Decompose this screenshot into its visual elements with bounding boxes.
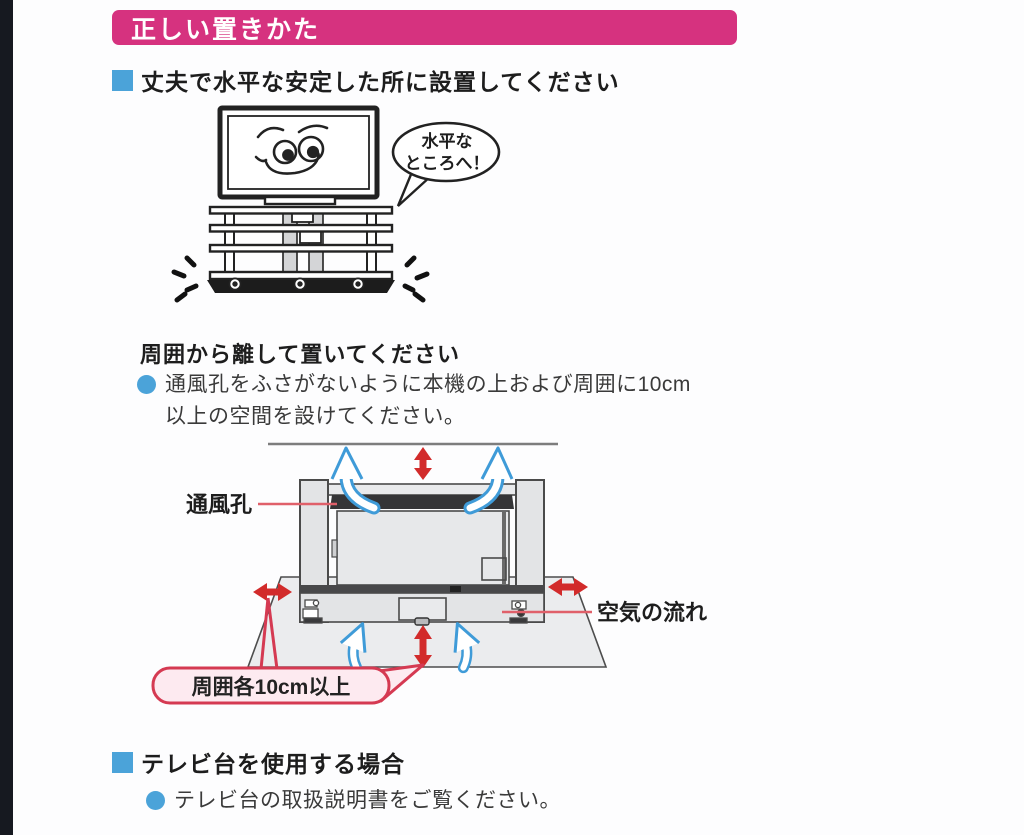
arrow-top-clearance xyxy=(414,447,432,480)
tv-rear-body xyxy=(299,479,545,626)
clearance-bullet-line1: 通風孔をふさがないように本機の上および周囲に10cm xyxy=(165,373,691,396)
airflow-arrow-bottom-right xyxy=(453,622,481,674)
vent-label: 通風孔 xyxy=(186,492,252,517)
smiley-face xyxy=(254,124,329,175)
airflow-arrow-top-left xyxy=(330,446,381,515)
tv-on-stand-illustration: 水平な ところへ！ xyxy=(171,105,501,303)
tv-foot xyxy=(414,617,430,626)
page-edge-strip xyxy=(0,0,13,835)
rear-panel-details xyxy=(302,599,528,624)
blue-dot-icon xyxy=(146,791,165,810)
heading-clearance: 周囲から離して置いてください xyxy=(140,342,461,367)
motion-dashes xyxy=(171,255,430,303)
arrow-left-clearance xyxy=(253,583,292,601)
clearance-bullet-line2: 以上の空間を設けてください。 xyxy=(165,405,466,428)
speech-bubble-line2: ところへ！ xyxy=(405,154,490,173)
clearance-arrows xyxy=(253,447,588,668)
tv-set xyxy=(217,105,380,206)
airflow-arrow-top-right xyxy=(463,446,514,515)
blue-square-icon xyxy=(112,69,133,91)
blue-square-icon xyxy=(112,751,133,773)
airflow-label: 空気の流れ xyxy=(597,600,707,625)
airflow-arrows xyxy=(330,446,514,674)
clearance-callout-text: 周囲各10cm以上 xyxy=(192,675,351,699)
blue-dot-icon xyxy=(137,375,156,394)
airflow-arrow-bottom-left xyxy=(339,622,367,674)
clearance-callout: 周囲各10cm以上 xyxy=(151,666,391,705)
tv-stand-bullet: テレビ台の取扱説明書をご覧ください。 xyxy=(146,785,561,817)
speech-bubble: 水平な ところへ！ xyxy=(391,121,501,207)
heading-tv-stand-text: テレビ台を使用する場合 xyxy=(141,751,405,777)
section-title-bar: 正しい置きかた xyxy=(112,10,737,45)
casters xyxy=(228,277,365,291)
arrow-bottom-clearance xyxy=(414,625,432,668)
arrow-right-clearance xyxy=(548,578,588,596)
tv-stand-bullet-text: テレビ台の取扱説明書をご覧ください。 xyxy=(174,789,561,812)
tv-rack xyxy=(207,205,395,293)
clearance-bullet: 通風孔をふさがないように本機の上および周囲に10cm 以上の空間を設けてください… xyxy=(137,369,691,433)
heading-stable-placement: 丈夫で水平な安定した所に設置してください xyxy=(112,63,620,97)
page-title: 正しい置きかた xyxy=(131,15,321,44)
clearance-diagram: 通風孔 空気の流れ 周囲各10cm以上 xyxy=(151,442,707,705)
heading-tv-stand: テレビ台を使用する場合 xyxy=(112,745,405,779)
speech-bubble-line1: 水平な xyxy=(422,131,473,151)
heading-stable-placement-text: 丈夫で水平な安定した所に設置してください xyxy=(141,69,620,95)
